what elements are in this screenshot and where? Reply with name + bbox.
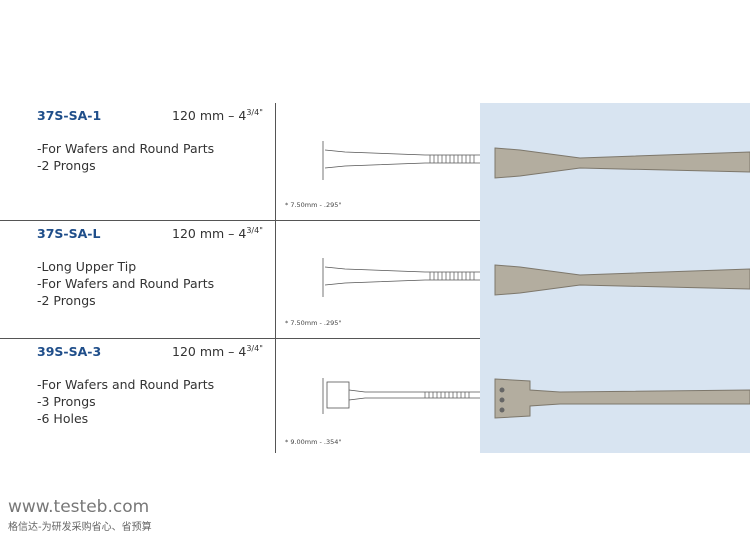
product-row: 37S-SA-L 120 mm – 43/4" -Long Upper Tip-…	[0, 220, 750, 338]
tweezer-photo	[494, 264, 750, 296]
product-features: -Long Upper Tip-For Wafers and Round Par…	[37, 259, 215, 308]
dimension-note: * 7.50mm - .295"	[285, 201, 342, 209]
product-code: 37S-SA-1	[37, 108, 102, 123]
dimension-note: * 9.00mm - .354"	[285, 438, 342, 446]
product-code: 39S-SA-3	[37, 344, 102, 359]
tweezer-photo	[494, 378, 750, 419]
product-code: 37S-SA-L	[37, 226, 101, 241]
product-features: -For Wafers and Round Parts-2 Prongs	[37, 141, 215, 173]
product-row: 37S-SA-1 120 mm – 43/4" -For Wafers and …	[0, 103, 750, 220]
product-size: 120 mm – 43/4"	[172, 344, 263, 360]
dimension-note: * 7.50mm - .295"	[285, 319, 342, 327]
tweezer-drawing	[322, 141, 480, 180]
product-size: 120 mm – 43/4"	[172, 226, 263, 242]
tweezer-drawing	[322, 258, 480, 297]
divider	[0, 338, 480, 339]
product-features: -For Wafers and Round Parts-3 Prongs-6 H…	[37, 377, 215, 426]
divider	[275, 103, 276, 453]
footer-url[interactable]: www.testeb.com	[8, 497, 150, 517]
product-size: 120 mm – 43/4"	[172, 108, 263, 124]
footer-slogan: 格信达-为研发采购省心、省预算	[8, 522, 152, 533]
tweezer-drawing	[322, 378, 480, 414]
divider	[0, 220, 480, 221]
product-row: 39S-SA-3 120 mm – 43/4" -For Wafers and …	[0, 338, 750, 453]
tweezer-photo	[494, 147, 750, 179]
